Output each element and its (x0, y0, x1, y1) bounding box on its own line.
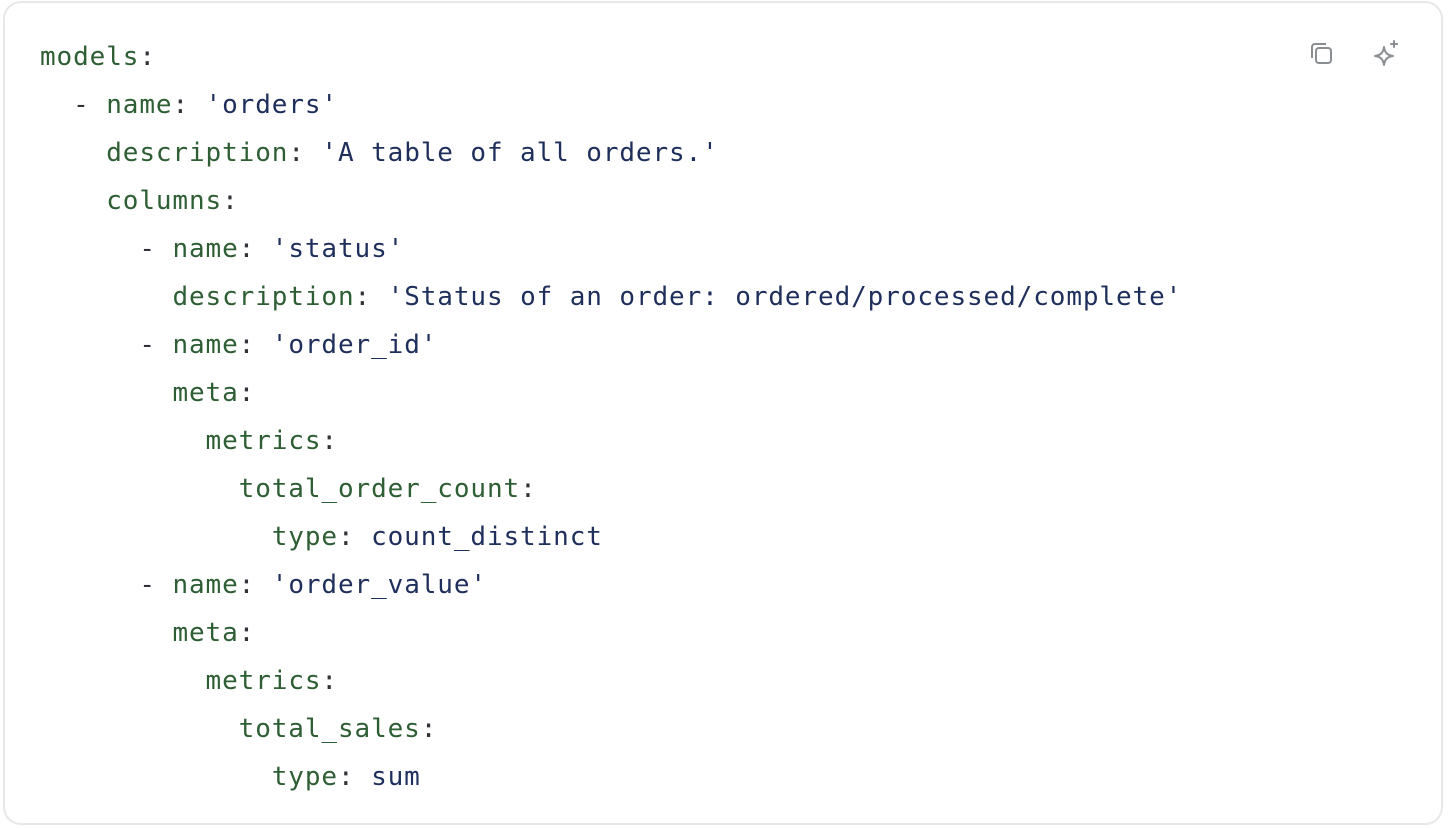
code-indent (40, 426, 206, 456)
copy-icon (1311, 43, 1332, 64)
list-dash: - (139, 330, 173, 360)
yaml-key: columns (106, 186, 223, 216)
yaml-value: 'Status of an order: ordered/processed/c… (387, 282, 1183, 312)
code-indent (40, 618, 172, 648)
yaml-value: count_distinct (371, 522, 603, 552)
key-separator: : (354, 282, 388, 312)
key-separator: : (420, 714, 438, 744)
code-indent (40, 90, 73, 120)
code-line: meta: (40, 369, 1182, 417)
code-line: metrics: (40, 417, 1182, 465)
code-line: - name: 'order_value' (40, 561, 1182, 609)
key-separator: : (321, 426, 338, 456)
code-indent (40, 762, 272, 792)
yaml-value: 'order_value' (271, 570, 487, 600)
code-indent (40, 666, 206, 696)
yaml-key: total_sales (238, 714, 421, 744)
key-separator: : (520, 474, 537, 504)
code-indent (40, 330, 139, 360)
code-line: description: 'A table of all orders.' (40, 129, 1182, 177)
code-line: - name: 'orders' (40, 81, 1182, 129)
key-separator: : (238, 618, 256, 648)
code-line: columns: (40, 177, 1182, 225)
key-separator: : (238, 234, 272, 264)
yaml-value: 'order_id' (271, 330, 438, 360)
key-separator: : (139, 42, 156, 72)
ai-explain-button[interactable] (1369, 37, 1403, 71)
key-separator: : (222, 186, 239, 216)
yaml-key: name (172, 234, 239, 264)
yaml-key: name (172, 330, 239, 360)
yaml-code: models: - name: 'orders' description: 'A… (40, 33, 1182, 801)
key-separator: : (238, 570, 272, 600)
code-line: - name: 'status' (40, 225, 1182, 273)
yaml-key: description (106, 138, 289, 168)
code-line: total_order_count: (40, 465, 1182, 513)
list-dash: - (73, 90, 107, 120)
code-line: total_sales: (40, 705, 1182, 753)
yaml-key: meta (172, 618, 239, 648)
yaml-key: name (106, 90, 173, 120)
yaml-key: metrics (205, 666, 322, 696)
list-dash: - (139, 234, 173, 264)
code-toolbar (1305, 37, 1403, 71)
code-indent (40, 570, 139, 600)
yaml-key: type (271, 522, 338, 552)
code-line: type: count_distinct (40, 513, 1182, 561)
key-separator: : (337, 762, 372, 792)
yaml-key: total_order_count (238, 474, 521, 504)
key-separator: : (172, 90, 206, 120)
code-line: - name: 'order_id' (40, 321, 1182, 369)
code-line: models: (40, 33, 1182, 81)
yaml-key: description (172, 282, 355, 312)
code-indent (40, 522, 272, 552)
copy-button[interactable] (1305, 37, 1339, 71)
yaml-value: 'orders' (205, 90, 338, 120)
code-indent (40, 234, 139, 264)
yaml-value: 'status' (271, 234, 405, 264)
key-separator: : (288, 138, 322, 168)
code-indent (40, 186, 106, 216)
code-block: models: - name: 'orders' description: 'A… (3, 1, 1443, 825)
yaml-key: metrics (205, 426, 322, 456)
code-indent (40, 282, 172, 312)
key-separator: : (321, 666, 338, 696)
key-separator: : (238, 330, 272, 360)
yaml-value: 'A table of all orders.' (321, 138, 719, 168)
key-separator: : (238, 378, 256, 408)
yaml-key: type (271, 762, 338, 792)
code-line: type: sum (40, 753, 1182, 801)
code-indent (40, 714, 239, 744)
key-separator: : (337, 522, 372, 552)
code-line: description: 'Status of an order: ordere… (40, 273, 1182, 321)
code-indent (40, 474, 239, 504)
sparkle-icon (1374, 40, 1398, 66)
code-indent (40, 138, 106, 168)
yaml-key: meta (172, 378, 239, 408)
code-line: metrics: (40, 657, 1182, 705)
yaml-key: models (40, 42, 140, 72)
list-dash: - (139, 570, 173, 600)
code-line: meta: (40, 609, 1182, 657)
yaml-key: name (172, 570, 239, 600)
yaml-value: sum (371, 762, 421, 792)
code-indent (40, 378, 172, 408)
